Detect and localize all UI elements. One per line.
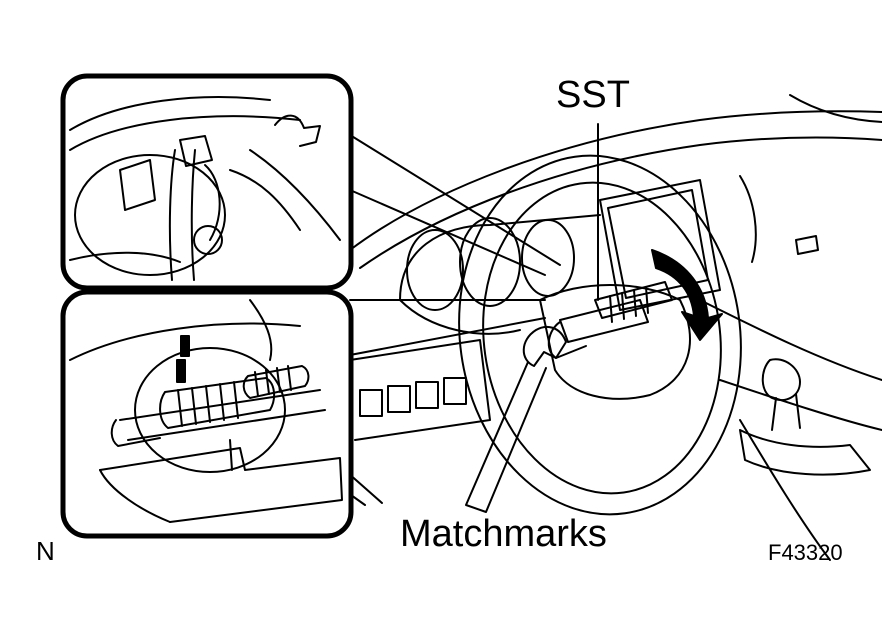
- inset-bottom: [60, 289, 354, 539]
- inset-bottom-nut-lines: [177, 381, 239, 427]
- inset-top-clip: [193, 225, 223, 255]
- inset-top-wire: [204, 164, 221, 241]
- cluster-bottom: [399, 299, 521, 335]
- inset-bottom-vent: [249, 299, 273, 361]
- sst-threads: [609, 286, 649, 323]
- figure-code-label: F43320: [768, 540, 843, 565]
- steering-wheel-rim-inner: [482, 181, 722, 495]
- sst-bar: [594, 281, 673, 319]
- console-line: [719, 379, 882, 431]
- sst-body: [559, 299, 649, 343]
- inset-bottom-shaft: [119, 389, 326, 441]
- dash-lower-line: [699, 299, 882, 381]
- steering-hub: [539, 284, 691, 400]
- inset-top-harness: [168, 149, 196, 281]
- gauge-center: [459, 217, 521, 307]
- wrench-head: [522, 325, 567, 367]
- gear-knob: [761, 358, 801, 401]
- gear-boot: [739, 429, 871, 476]
- corner-mark-label: N: [36, 536, 55, 566]
- inset-bottom-bracket-curve: [99, 469, 171, 523]
- matchmark-top: [180, 335, 190, 357]
- inset-bottom-thread-top: [242, 365, 310, 399]
- console-side: [739, 419, 831, 561]
- inset-bottom-frame: [60, 289, 354, 539]
- center-panel: [599, 179, 721, 311]
- inset-top-lower-line: [69, 251, 181, 263]
- inset-top-dash-line: [69, 96, 271, 131]
- gauge-left: [406, 229, 464, 311]
- inset-top-bracket: [274, 114, 321, 147]
- callout-lines-bottom: [349, 299, 546, 356]
- inset-top-column-ring: [74, 154, 226, 276]
- inset-top-frame: [60, 73, 354, 291]
- sst-label: SST: [556, 74, 630, 116]
- windshield-edge: [789, 94, 882, 123]
- callout-lines-top: [349, 134, 561, 276]
- gear-shaft: [771, 393, 801, 431]
- switch-3: [415, 381, 439, 409]
- inset-top: [60, 73, 354, 291]
- inset-bottom-bracket: [99, 447, 343, 523]
- switch-1: [359, 389, 383, 417]
- matchmarks-label: Matchmarks: [400, 513, 607, 555]
- vent-right: [739, 175, 757, 263]
- switch-4: [443, 377, 467, 405]
- dashboard-scene: [349, 94, 882, 561]
- steering-wheel-rim-outer: [458, 154, 742, 516]
- inset-top-dash-line-2: [69, 115, 301, 151]
- inset-top-box: [119, 159, 156, 211]
- inset-top-spoke: [229, 149, 341, 241]
- inset-bottom-bracket-edge: [229, 439, 233, 471]
- inset-bottom-dash-line: [69, 322, 301, 361]
- switch-panel: [349, 339, 491, 441]
- inset-bottom-column-ring: [134, 347, 286, 473]
- dash-top-line: [349, 110, 882, 251]
- dash-switch: [795, 235, 819, 255]
- switch-2: [387, 385, 411, 413]
- wrench-handle: [465, 361, 547, 513]
- curved-arrow-icon: [651, 249, 723, 341]
- inset-bottom-shaft-end: [110, 419, 161, 447]
- inset-top-connector: [179, 135, 213, 167]
- inset-bottom-hub-nut: [159, 377, 276, 429]
- inset-bottom-thread-top-lines: [254, 365, 292, 397]
- dash-top-line-2: [359, 136, 882, 269]
- matchmark-bottom: [176, 359, 186, 383]
